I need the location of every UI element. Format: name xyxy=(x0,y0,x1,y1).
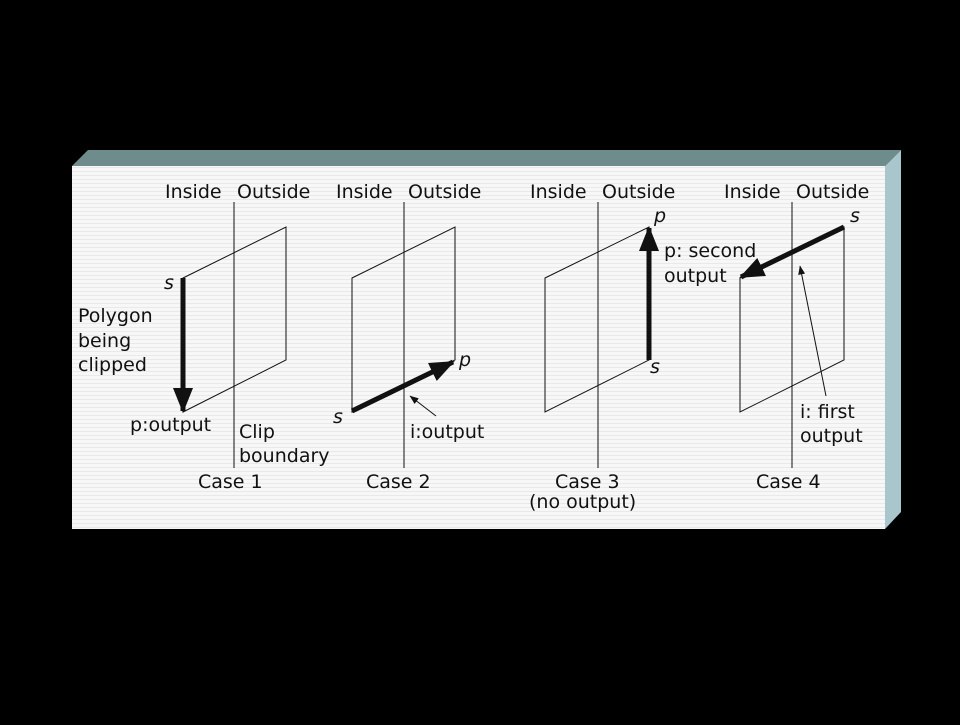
case-1-polygon-label-2: being xyxy=(78,330,131,352)
panel-face xyxy=(72,166,885,529)
case-1-clip-label-2: boundary xyxy=(239,445,330,467)
case-4-intersection-pointer xyxy=(798,265,827,397)
case-3-caption: Case 3 xyxy=(555,471,620,493)
case-3-subcaption: (no output) xyxy=(529,491,636,513)
case-2-edge-arrow xyxy=(350,359,455,414)
case-4: Inside Outside s p: second output i: fir… xyxy=(664,181,869,493)
case-1-clip-label-1: Clip xyxy=(239,421,275,443)
case-4-caption: Case 4 xyxy=(756,471,821,493)
case-2-inside-header: Inside xyxy=(336,181,393,203)
case-1-outside-header: Outside xyxy=(237,181,310,203)
panel-bevel-top xyxy=(72,150,901,166)
case-1: Inside Outside s p:output Polygon being … xyxy=(78,181,330,493)
case-2-intersection-pointer xyxy=(409,395,437,417)
case-4-i-first-label: i: first xyxy=(800,401,855,423)
case-3-p-label: p xyxy=(653,205,666,227)
case-1-polygon-label-3: clipped xyxy=(78,354,147,376)
case-4-outside-header: Outside xyxy=(796,181,869,203)
case-2-i-output-label: i:output xyxy=(410,421,484,443)
case-4-s-label: s xyxy=(850,205,860,227)
case-4-inside-header: Inside xyxy=(724,181,781,203)
case-1-inside-header: Inside xyxy=(165,181,222,203)
case-1-p-output-label: p:output xyxy=(130,414,211,436)
case-2-polygon xyxy=(351,226,456,413)
case-2-outside-header: Outside xyxy=(408,181,481,203)
case-2-s-label: s xyxy=(333,406,343,428)
case-1-caption: Case 1 xyxy=(198,471,263,493)
case-3: Inside Outside p s Case 3 (no output) xyxy=(529,181,675,513)
case-1-s-label: s xyxy=(164,272,174,294)
case-3-s-label: s xyxy=(650,356,660,378)
case-4-p-output-label: output xyxy=(664,265,727,287)
case-2-p-label: p xyxy=(458,349,471,371)
case-4-i-output-label: output xyxy=(800,425,863,447)
case-2-caption: Case 2 xyxy=(366,471,431,493)
case-1-polygon-label-1: Polygon xyxy=(78,305,153,327)
panel-bevel-right xyxy=(885,150,901,529)
case-4-edge-arrow xyxy=(739,224,846,280)
case-2: Inside Outside s p i:output Case 2 xyxy=(333,181,484,493)
case-3-outside-header: Outside xyxy=(602,181,675,203)
case-4-p-second-label: p: second xyxy=(664,240,756,262)
case-3-inside-header: Inside xyxy=(530,181,587,203)
